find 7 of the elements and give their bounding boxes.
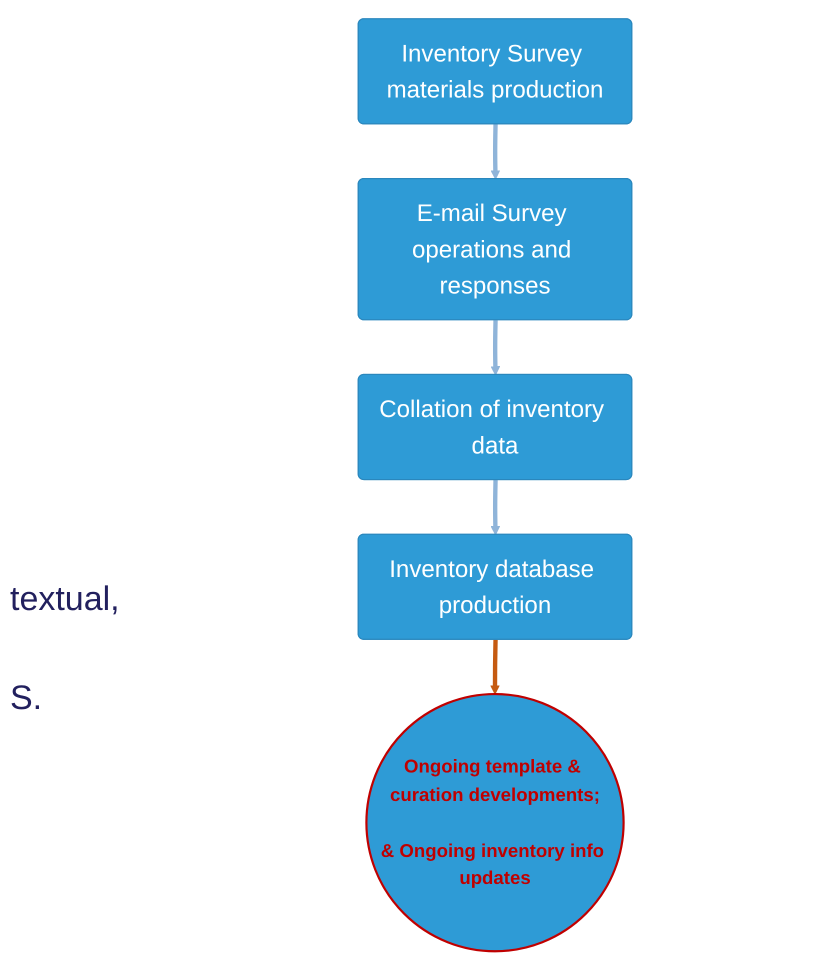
arrow [490,480,500,536]
arrow [490,640,500,694]
body-text: textual, [10,580,121,619]
arrow [490,320,500,376]
body-text: S. [10,679,44,718]
node-circle: Ongoing template & curation developments; & Ongoing inventory info updates [365,692,625,952]
arrow [490,124,500,180]
